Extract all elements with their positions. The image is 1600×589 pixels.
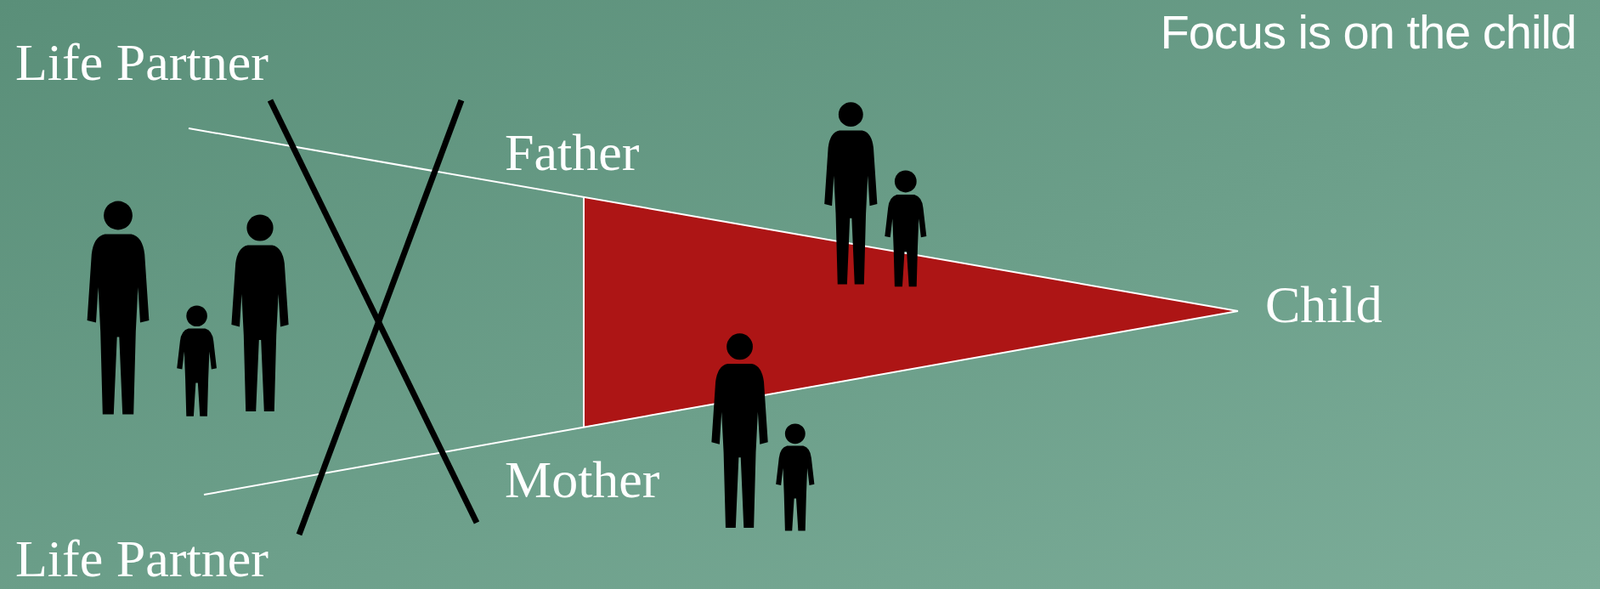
role-label: Child (1265, 277, 1383, 331)
cross-out (270, 100, 477, 523)
role-label: Father (504, 125, 639, 179)
base-line (582, 197, 585, 427)
mother-child-silhouette (711, 333, 815, 531)
role-label: Mother (504, 452, 661, 506)
family-silhouette (87, 201, 289, 417)
role-label: Life Partner (15, 35, 269, 89)
slide-title: Focus is on the child (1160, 8, 1577, 57)
role-label: Life Partner (15, 531, 269, 585)
father-child-silhouette (824, 101, 927, 287)
father-line (188, 128, 1239, 311)
cross-out (299, 100, 462, 535)
